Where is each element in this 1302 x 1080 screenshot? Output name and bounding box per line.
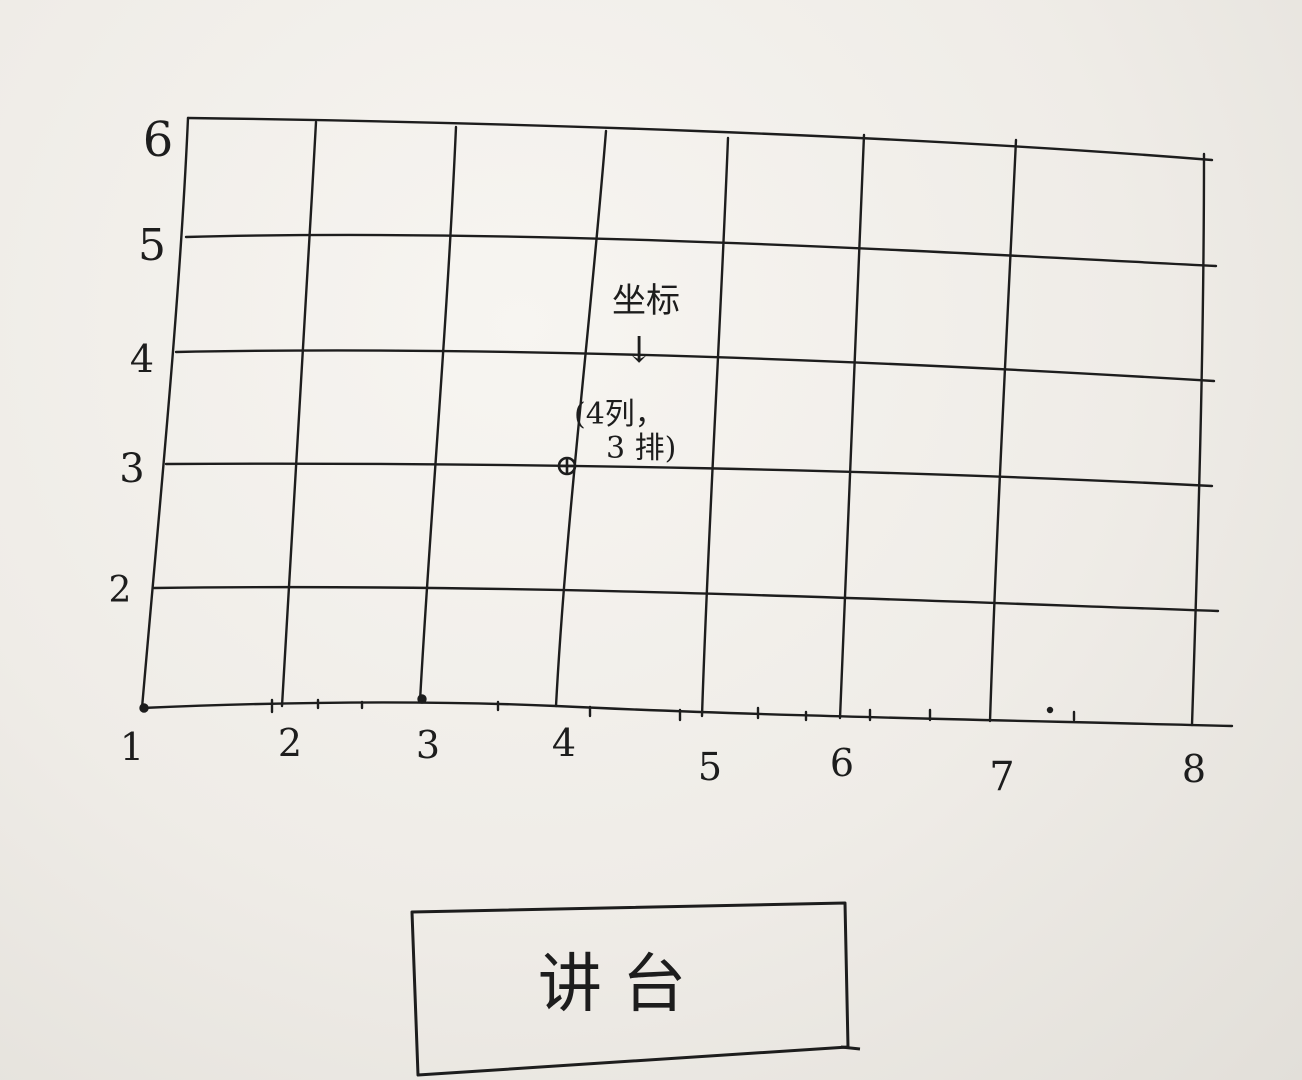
grid-col-line-7 bbox=[988, 138, 1018, 723]
grid-row-line-6 bbox=[186, 116, 1214, 162]
grid-col-line-3 bbox=[418, 125, 458, 703]
podium-box: 讲 台 bbox=[410, 901, 861, 1077]
grid-row-line-4 bbox=[174, 349, 1216, 383]
marked-point-4-3 bbox=[557, 456, 577, 476]
y-label-5: 5 bbox=[138, 220, 166, 271]
annotation-line-2: 3 排) bbox=[606, 431, 676, 466]
x-axis-line bbox=[140, 701, 1234, 728]
y-label-4: 4 bbox=[130, 337, 154, 381]
grid-col-line-6 bbox=[838, 133, 866, 720]
y-label-6: 6 bbox=[143, 112, 174, 168]
y-axis-labels: 2 3 4 5 6 bbox=[109, 112, 174, 611]
annotation-title: 坐标 bbox=[612, 281, 680, 321]
grid-lines bbox=[140, 116, 1234, 728]
grid-col-line-2 bbox=[280, 120, 318, 708]
x-label-8: 8 bbox=[1182, 747, 1206, 791]
axis-ticks bbox=[139, 694, 1076, 722]
annotation-line-1: (4列， bbox=[574, 397, 665, 432]
grid-col-line-1 bbox=[140, 116, 190, 710]
x-label-1: 1 bbox=[120, 725, 144, 769]
grid-row-line-2 bbox=[152, 585, 1220, 613]
grid-col-line-8 bbox=[1190, 152, 1206, 727]
x-label-7: 7 bbox=[989, 754, 1014, 800]
x-label-4: 4 bbox=[552, 721, 576, 765]
y-label-3: 3 bbox=[119, 446, 144, 492]
x-axis-labels: 1 2 3 4 5 6 7 8 bbox=[120, 721, 1206, 800]
grid-row-line-5 bbox=[184, 233, 1218, 268]
x-label-2: 2 bbox=[278, 721, 302, 765]
grid-col-line-4 bbox=[554, 129, 608, 708]
grid-col-line-5 bbox=[700, 136, 730, 718]
podium-label: 讲 台 bbox=[538, 948, 686, 1022]
x-label-3: 3 bbox=[416, 723, 440, 767]
grid-row-line-3 bbox=[164, 462, 1214, 488]
x-label-5: 5 bbox=[698, 745, 722, 789]
x-label-6: 6 bbox=[830, 741, 854, 785]
coordinate-annotation: 坐标 ↓ (4列， 3 排) bbox=[574, 281, 680, 466]
y-label-2: 2 bbox=[109, 570, 132, 611]
annotation-arrow: ↓ bbox=[624, 330, 654, 371]
